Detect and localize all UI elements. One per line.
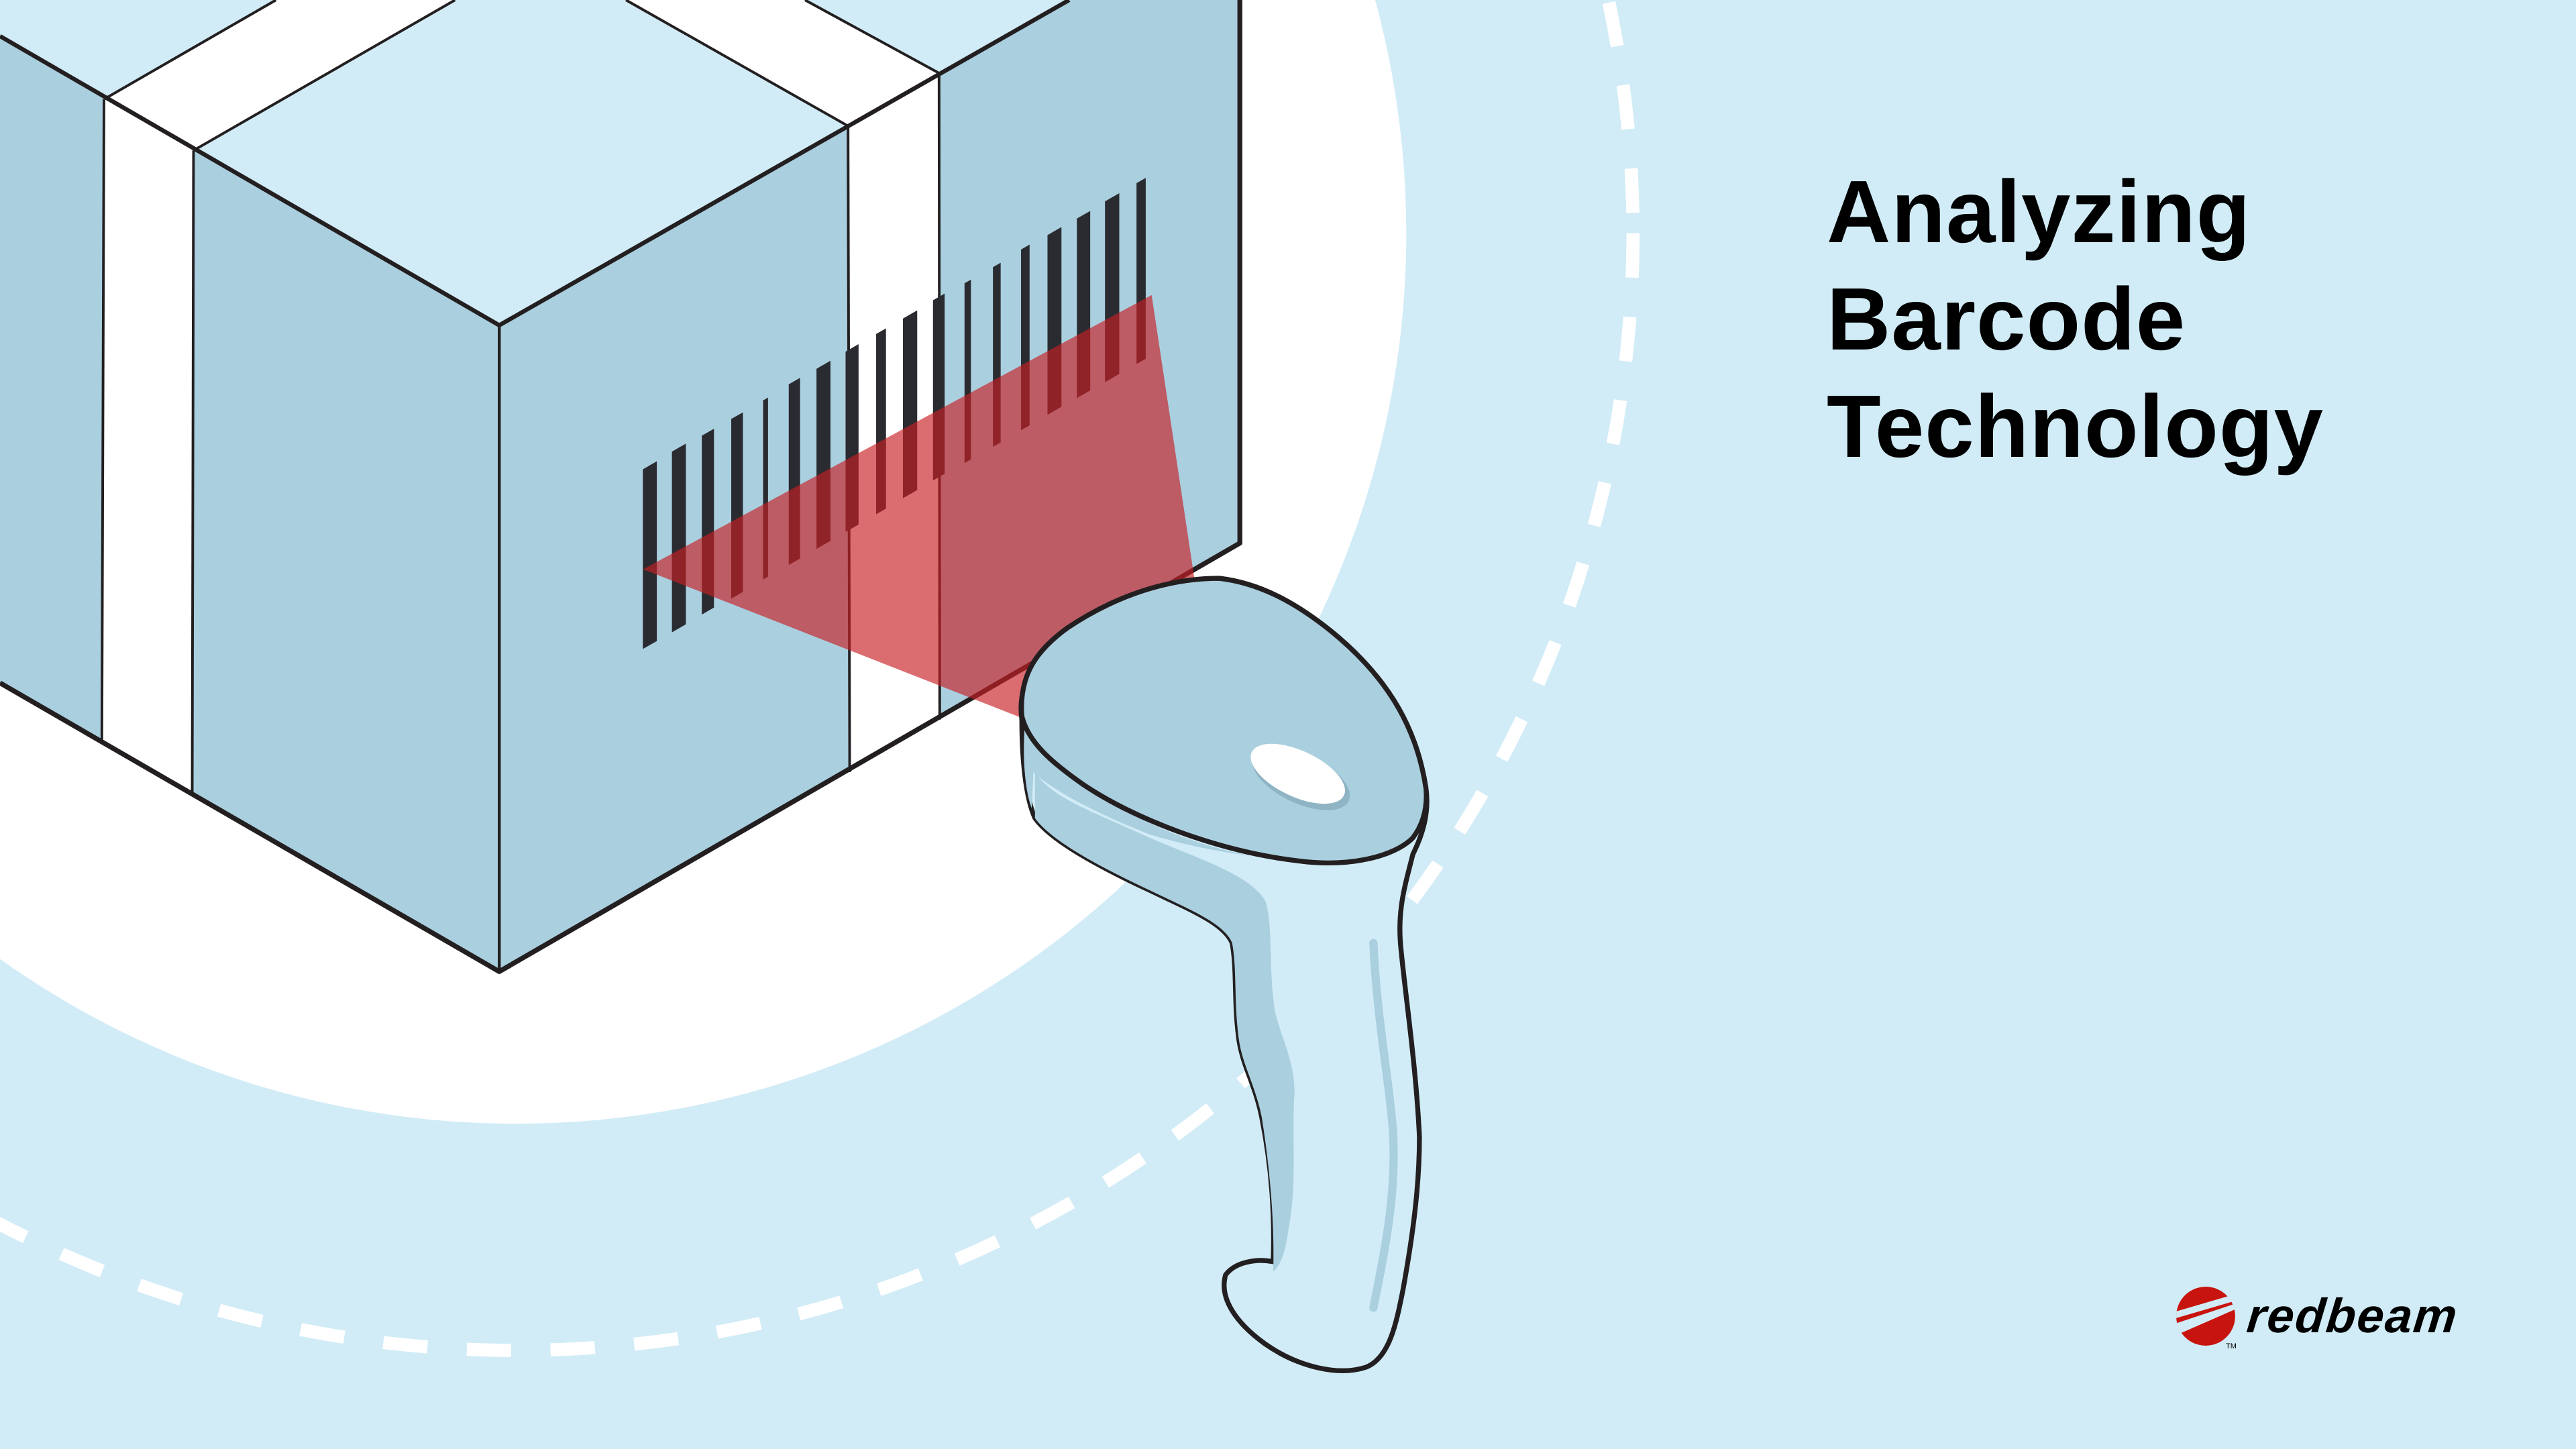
box-side-tape-left: [101, 99, 194, 793]
scanner-grip-highlight: [1369, 938, 1398, 1312]
scanner-button-top: [1250, 743, 1346, 804]
page-title: Analyzing Barcode Technology: [1827, 158, 2324, 480]
dashed-orbit-arc: [0, 0, 1640, 1357]
barcode-scanner: [1018, 576, 1430, 1373]
box-top-tape-left: [104, 0, 455, 151]
logo-wordmark: redbeam: [2244, 1289, 2461, 1343]
redbeam-circle-logo-icon: TM: [2176, 1287, 2237, 1350]
title-line-1: Analyzing: [1827, 162, 2251, 261]
title-line-3: Technology: [1827, 377, 2324, 476]
laser-beam: [643, 294, 1195, 718]
trademark-symbol: TM: [2226, 1342, 2237, 1350]
title-line-2: Barcode: [1827, 270, 2186, 368]
scanner-handle-shadow: [1034, 772, 1295, 1272]
redbeam-logo[interactable]: TM redbeam: [2174, 1283, 2461, 1350]
